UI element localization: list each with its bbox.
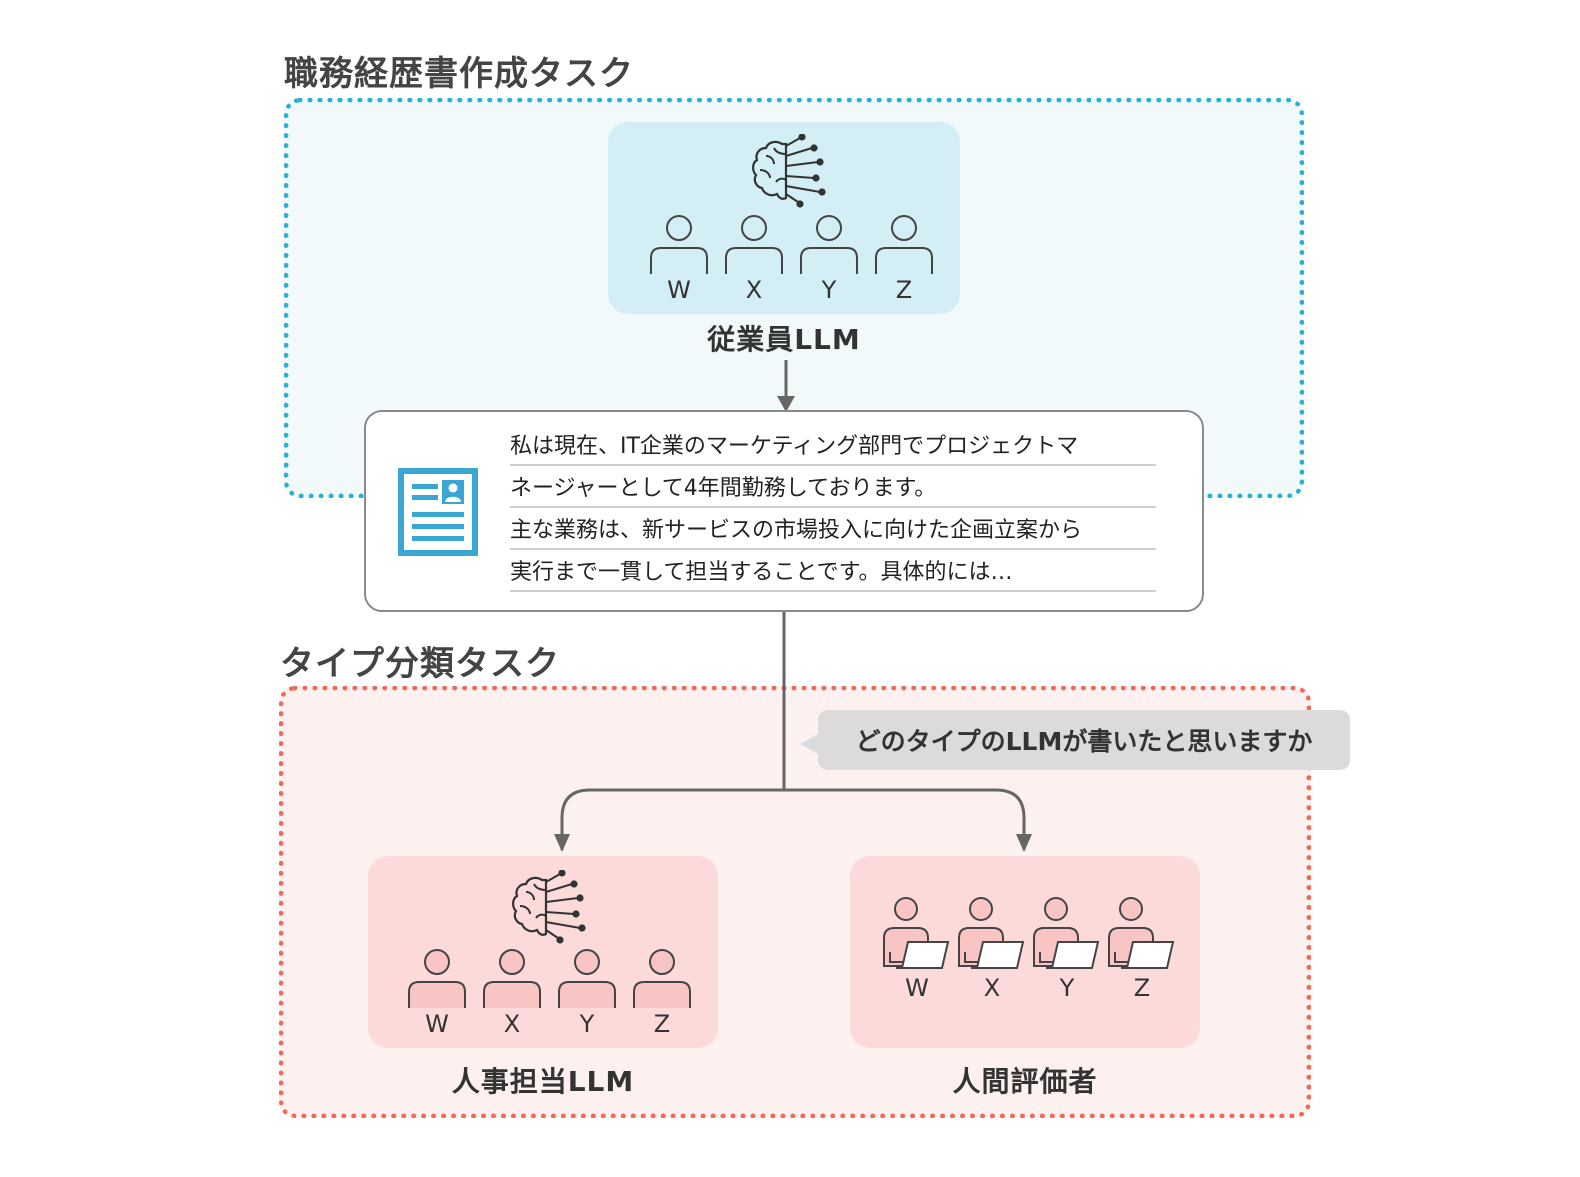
branch-connector [554, 612, 1032, 852]
persona-label: Y [1059, 974, 1075, 1002]
persona-label: W [425, 1010, 449, 1038]
person-laptop-icon [1108, 897, 1175, 969]
person-laptop-icon [883, 897, 950, 969]
persona-label: X [745, 276, 763, 304]
document-line-2: ネージャーとして4年間勤務しております。 [510, 476, 937, 501]
task1-title: 職務経歴書作成タスク [284, 54, 634, 94]
person-laptop-icon [1033, 897, 1100, 969]
persona-label: Z [895, 276, 913, 304]
persona-w: W [644, 214, 714, 304]
persona-label: W [905, 974, 929, 1002]
task2-title: タイプ分類タスク [280, 644, 560, 684]
question-bubble: どのタイプのLLMが書いたと思いますか [800, 710, 1350, 770]
persona-label: Y [821, 276, 837, 304]
persona-y: Y [1032, 896, 1102, 1002]
hr-llm-panel: W X Y Z [368, 856, 718, 1048]
resume-document-icon [398, 468, 478, 556]
document-rule [510, 590, 1156, 592]
document-rule [510, 464, 1156, 466]
person-icon [650, 215, 708, 274]
persona-label: W [667, 276, 691, 304]
document-line-1: 私は現在、IT企業のマーケティング部門でプロジェクトマ [510, 434, 1079, 459]
hr-llm-caption: 人事担当LLM [451, 1065, 635, 1098]
persona-label: X [983, 974, 1001, 1002]
document-line-4: 実行まで一貫して担当することです。具体的には… [510, 560, 1013, 585]
person-icon [558, 949, 616, 1008]
person-icon [875, 215, 933, 274]
person-icon [725, 215, 783, 274]
persona-z: Z [627, 948, 697, 1038]
persona-z: Z [869, 214, 939, 304]
person-icon [633, 949, 691, 1008]
person-laptop-icon [958, 897, 1025, 969]
person-icon [483, 949, 541, 1008]
persona-x: X [477, 948, 547, 1038]
employee-llm-panel: W X Y Z [608, 122, 960, 314]
person-icon [800, 215, 858, 274]
brain-circuit-icon [512, 870, 586, 944]
brain-circuit-icon [752, 134, 826, 208]
persona-label: Z [653, 1010, 671, 1038]
persona-label: Y [579, 1010, 595, 1038]
persona-x: X [719, 214, 789, 304]
persona-z: Z [1107, 896, 1177, 1002]
arrow-down [777, 360, 795, 412]
employee-llm-caption: 従業員LLM [707, 323, 861, 356]
persona-w: W [402, 948, 472, 1038]
human-evaluator-caption: 人間評価者 [952, 1065, 1098, 1098]
document-rule [510, 506, 1156, 508]
human-evaluator-panel: W X Y Z [850, 856, 1200, 1048]
person-icon [408, 949, 466, 1008]
resume-document-card: 私は現在、IT企業のマーケティング部門でプロジェクトマ ネージャーとして4年間勤… [364, 410, 1204, 612]
persona-y: Y [794, 214, 864, 304]
document-line-3: 主な業務は、新サービスの市場投入に向けた企画立案から [510, 518, 1083, 543]
persona-w: W [882, 896, 952, 1002]
persona-label: X [503, 1010, 521, 1038]
persona-label: Z [1133, 974, 1151, 1002]
persona-x: X [957, 896, 1027, 1002]
document-rule [510, 548, 1156, 550]
persona-y: Y [552, 948, 622, 1038]
